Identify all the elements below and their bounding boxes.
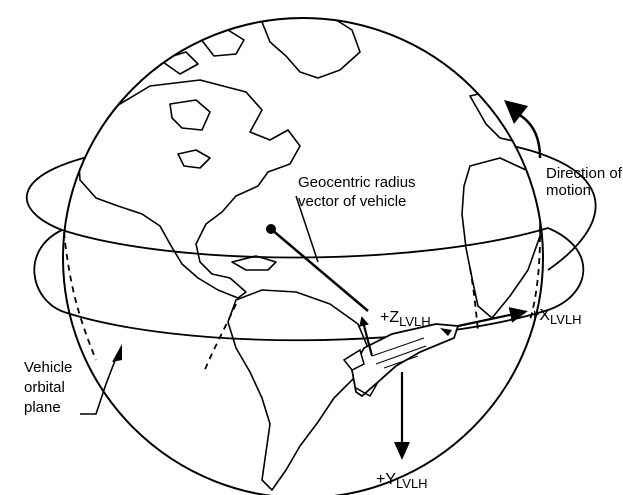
orbital-plane-ring-front-right (547, 227, 585, 311)
greenland-outline (261, 18, 361, 79)
shuttle-cockpit (440, 328, 452, 336)
orbital-plane-leader-arrowhead (112, 344, 122, 362)
north-america-outline (77, 79, 301, 299)
hidden-meridian-right (469, 267, 479, 331)
orbital-plane-leader-line (80, 357, 117, 415)
x-axis-arrow (457, 307, 528, 328)
hudson-bay-outline (169, 99, 211, 131)
z-axis-arrow (359, 316, 374, 357)
orbital-plane-band-top (61, 227, 549, 259)
z-axis-label: +ZLVLH (380, 309, 431, 329)
orbital-plane-band-bottom (63, 309, 549, 342)
geocentric-label-line1: Geocentric radius (298, 174, 416, 191)
orbital-label-line2: orbital (24, 379, 65, 396)
space-shuttle (342, 323, 460, 398)
hidden-meridian-far (529, 235, 541, 321)
z-axis-sign: +Z (380, 309, 399, 326)
direction-of-motion-arrowhead (504, 100, 528, 124)
geocentric-leader-line (295, 195, 319, 263)
direction-label-line2: motion (546, 182, 591, 199)
hidden-meridian-mid (203, 303, 237, 373)
x-axis-sign: +X (530, 307, 550, 324)
hidden-meridian-left (63, 231, 97, 361)
arctic-island-outline-2 (159, 51, 199, 75)
shuttle-body (351, 323, 460, 398)
direction-label-line1: Direction of (546, 165, 623, 182)
orbital-label-line1: Vehicle (24, 359, 72, 376)
orbital-plane-ring-front (33, 229, 65, 313)
orbital-plane-ring-back (25, 139, 597, 271)
shuttle-wing (342, 348, 365, 371)
z-axis-subscript: LVLH (399, 314, 431, 329)
south-america-outline (227, 289, 369, 491)
geocentric-label-line2: vector of vehicle (298, 193, 406, 210)
x-axis-label: +XLVLH (530, 307, 582, 327)
shuttle-tail (355, 381, 379, 398)
x-axis-subscript: LVLH (550, 312, 582, 327)
great-lakes-outline (177, 149, 211, 169)
y-axis-sign: +Y (376, 471, 396, 488)
orbital-label-line3: plane (24, 399, 61, 416)
geocentric-radius-vector (270, 228, 369, 312)
shuttle-payload-bay (371, 337, 427, 369)
y-axis-label: +YLVLH (376, 471, 428, 491)
y-axis-subscript: LVLH (396, 476, 428, 491)
direction-of-motion-arrow (517, 112, 542, 159)
